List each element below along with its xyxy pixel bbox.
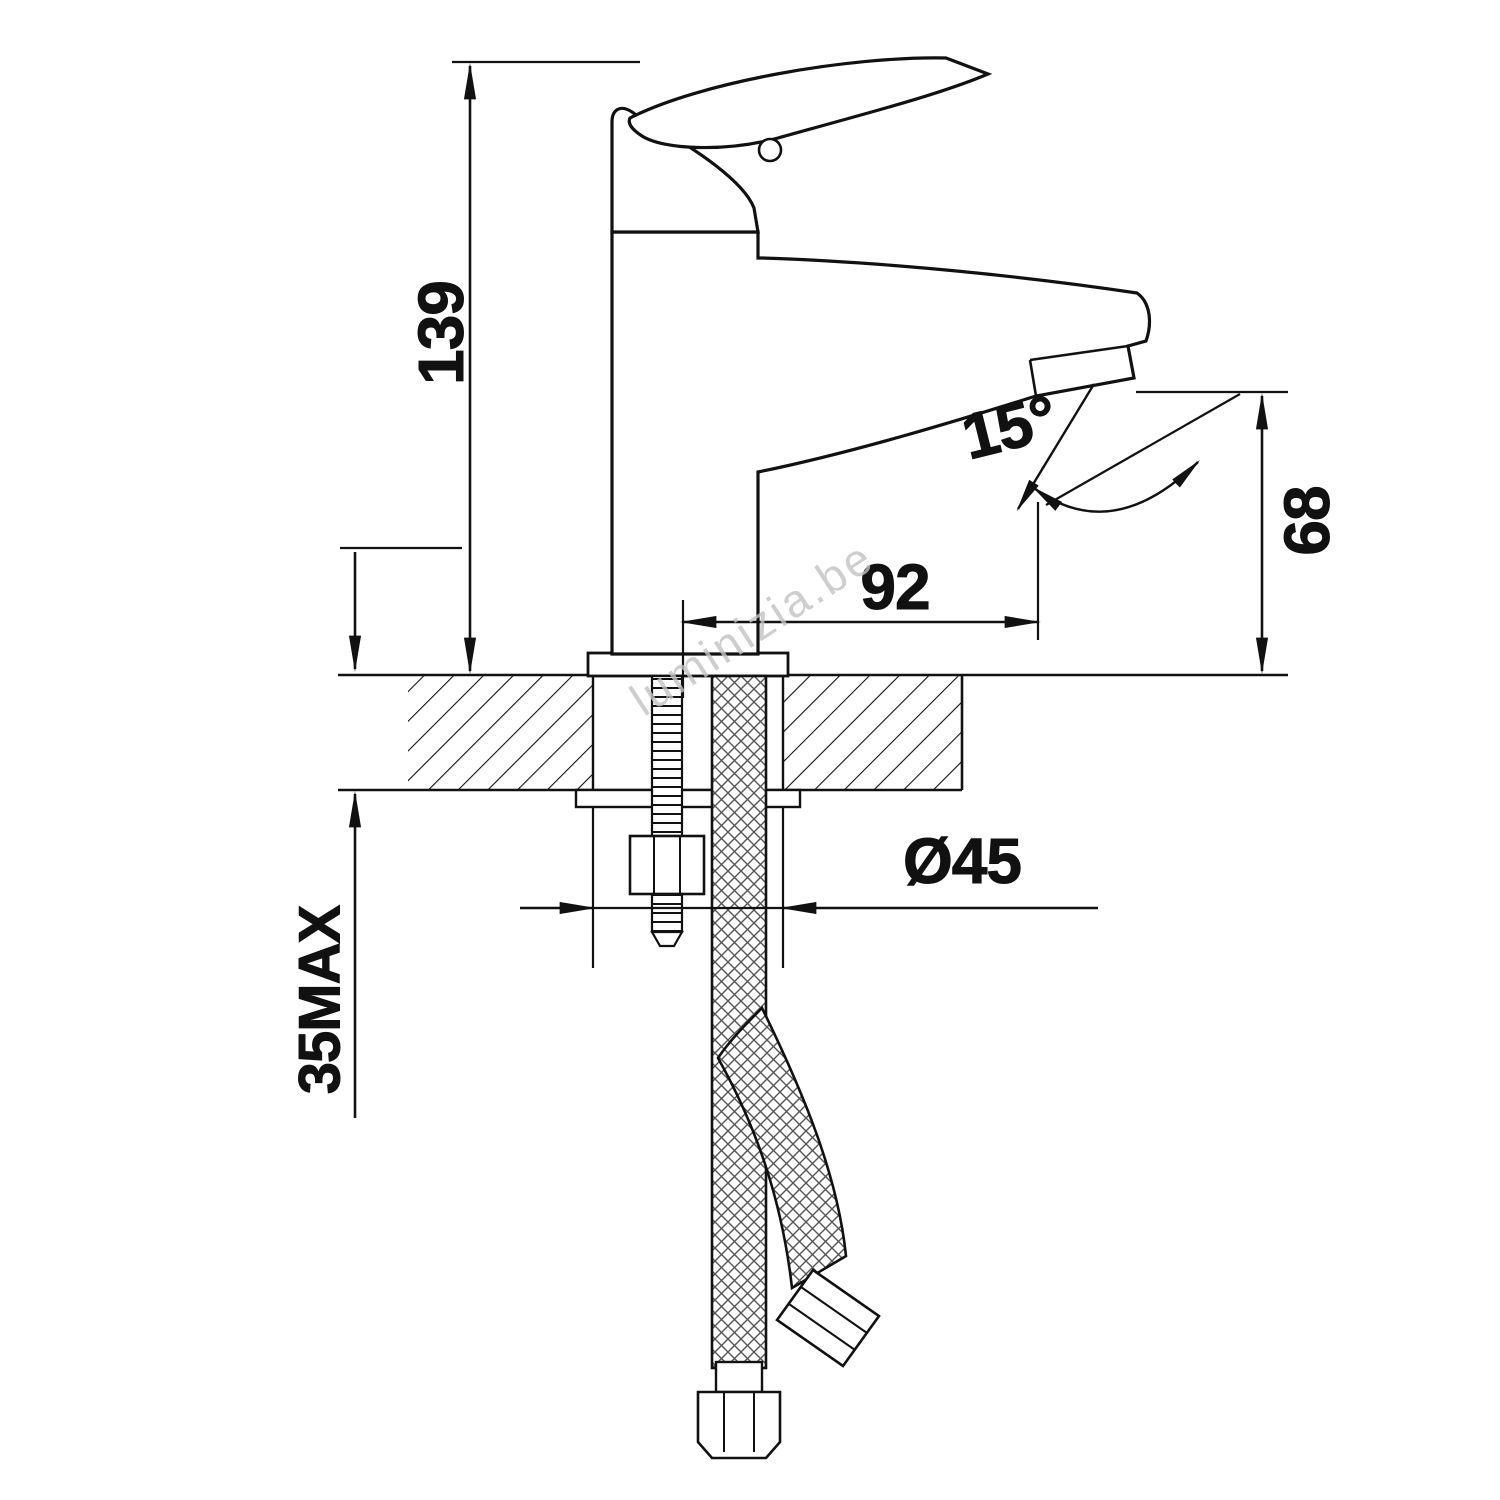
dimension-spout-reach: 92	[679, 502, 1042, 698]
angle-arc	[1031, 460, 1201, 513]
aerator-left-edge	[1028, 359, 1038, 397]
handle-lever	[627, 56, 993, 150]
supply-hoses	[696, 674, 881, 1460]
dimension-spout-height: 68	[1136, 390, 1344, 675]
fastening-nut	[628, 834, 706, 896]
threaded-stud-tip	[650, 930, 684, 948]
countertop-hatch-left	[408, 676, 593, 789]
faucet-body-outline	[610, 230, 1152, 656]
angle-stream-line	[1016, 383, 1096, 512]
mounting-hardware	[574, 651, 802, 948]
angle-face-extension	[1045, 393, 1241, 506]
hose-end-nut-main	[696, 1390, 782, 1460]
countertop-section	[338, 673, 1288, 792]
aerator-top-line	[1029, 344, 1129, 362]
dim-label-35max: 35MAX	[288, 904, 353, 1094]
dim-label-68: 68	[1271, 486, 1343, 555]
threaded-stud-upper	[650, 674, 684, 838]
countertop-hatch-right	[783, 676, 962, 789]
dimension-overall-height: 139	[405, 60, 640, 675]
hose-collar	[714, 1360, 764, 1394]
dim-label-dia45: Ø45	[903, 825, 1021, 897]
dim-label-139: 139	[405, 281, 477, 385]
faucet	[610, 56, 1152, 656]
lever-screw-cap	[757, 137, 783, 163]
threaded-stud-lower	[650, 892, 684, 934]
dim-label-92: 92	[860, 551, 929, 623]
flex-hose-branch	[716, 1005, 848, 1291]
branch-nut-facet-b	[800, 1286, 868, 1334]
branch-nut-facet-a	[788, 1303, 856, 1351]
dimension-deck-thickness: 35MAX	[287, 546, 462, 1118]
hose-end-nut-branch	[775, 1268, 881, 1368]
dimension-spout-angle: 15°	[954, 380, 1241, 513]
dimension-hole-diameter: Ø45	[520, 808, 1098, 968]
